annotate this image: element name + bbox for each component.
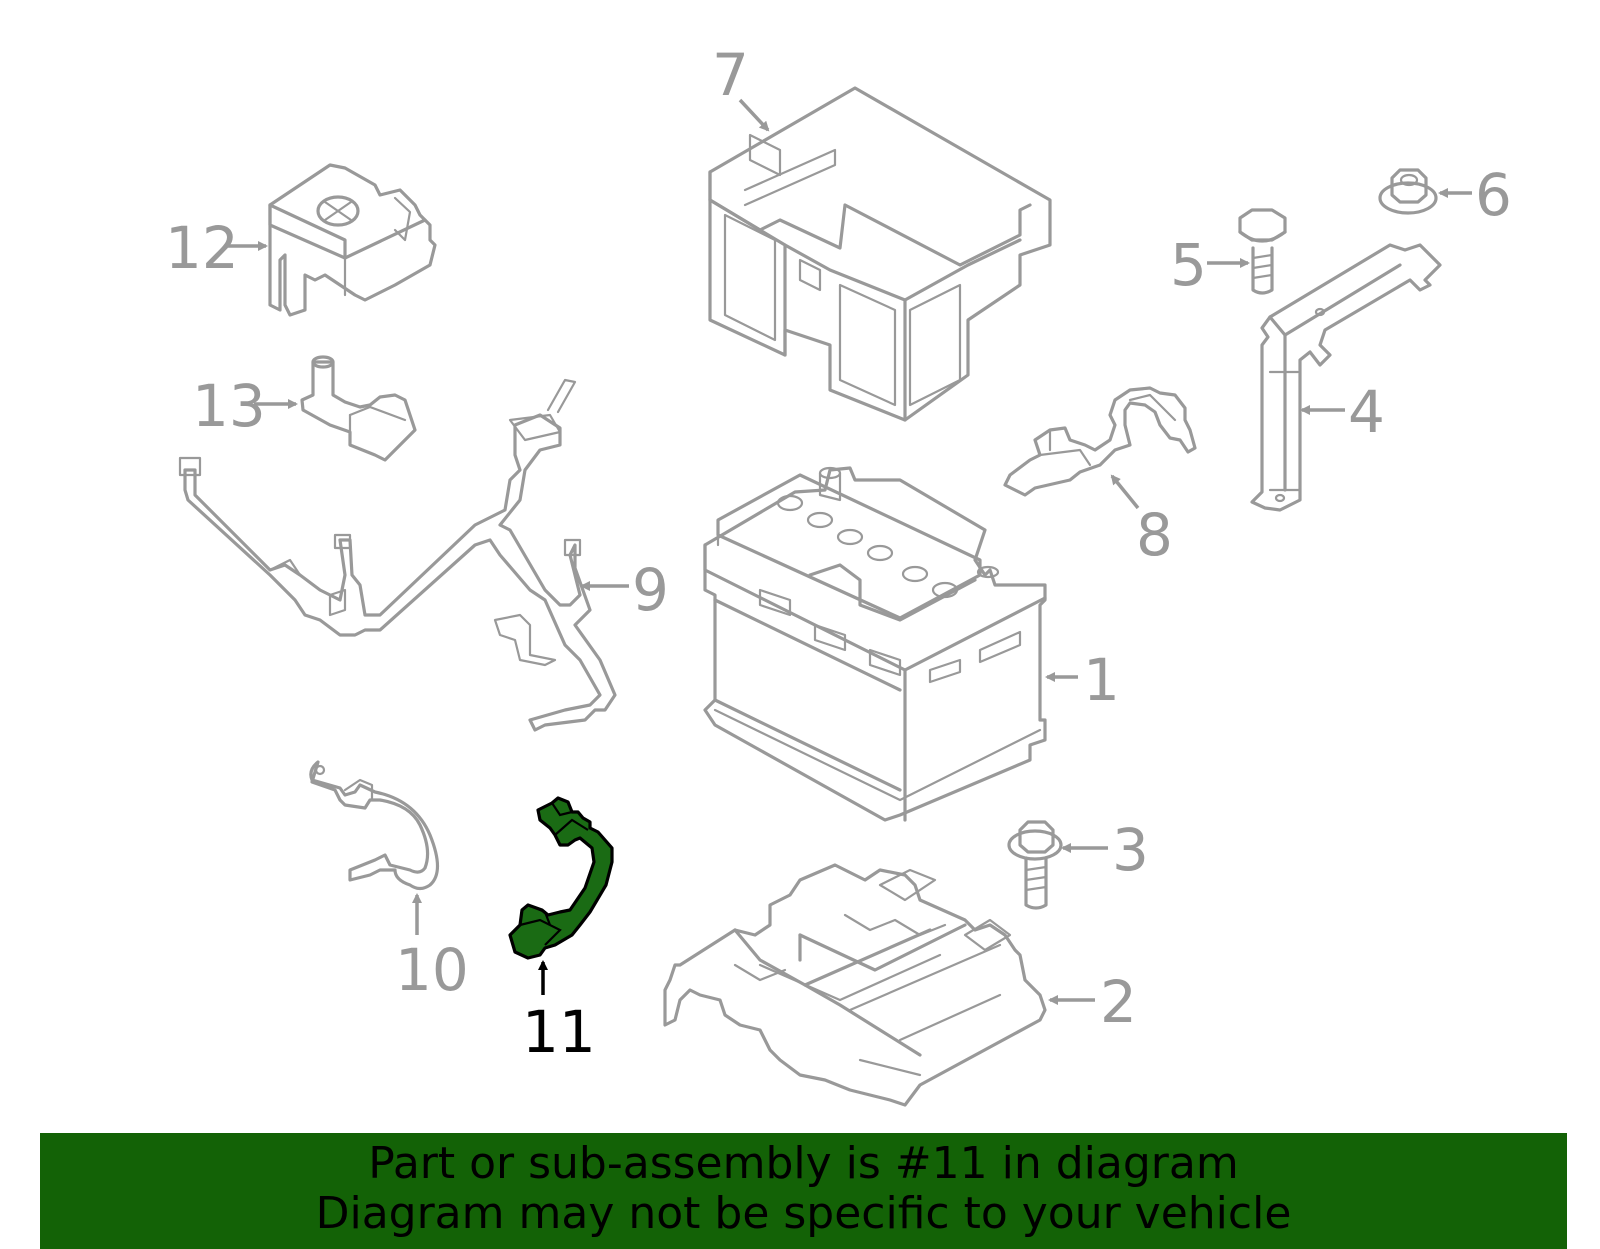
- callout-6: 6: [1475, 161, 1512, 229]
- part-8-sensor-bracket[interactable]: [1003, 386, 1197, 497]
- part-10-ground-cable[interactable]: [309, 760, 440, 891]
- callout-9: 9: [632, 556, 669, 624]
- part-6-nut[interactable]: [1378, 168, 1438, 215]
- callout-3: 3: [1112, 816, 1149, 884]
- banner-line-1: Part or sub-assembly is #11 in diagram: [368, 1138, 1239, 1189]
- part-1-battery[interactable]: [703, 466, 1047, 822]
- part-13-sensor[interactable]: [300, 355, 417, 462]
- callout-10: 10: [395, 936, 469, 1004]
- arrow-7: [738, 98, 770, 132]
- callout-7: 7: [712, 41, 749, 109]
- part-5-bolt[interactable]: [1238, 208, 1287, 295]
- part-11-battery-cable[interactable]: [508, 796, 614, 960]
- callout-5: 5: [1170, 231, 1207, 299]
- part-2-battery-tray[interactable]: [663, 863, 1047, 1107]
- callout-12: 12: [165, 214, 239, 282]
- banner-line-2: Diagram may not be specific to your vehi…: [315, 1188, 1292, 1239]
- part-7-battery-cover[interactable]: [708, 86, 1052, 422]
- part-9-wiring-harness[interactable]: [178, 378, 617, 732]
- callout-13: 13: [192, 372, 266, 440]
- callout-8: 8: [1136, 501, 1173, 569]
- callout-11: 11: [522, 998, 596, 1066]
- part-12-terminal-cover[interactable]: [268, 163, 437, 317]
- info-banner: Part or sub-assembly is #11 in diagram D…: [40, 1133, 1567, 1249]
- callout-4: 4: [1348, 378, 1385, 446]
- callout-1: 1: [1083, 646, 1120, 714]
- part-4-hold-down-bracket[interactable]: [1250, 243, 1442, 512]
- callout-2: 2: [1100, 968, 1137, 1036]
- arrow-8: [1110, 474, 1140, 510]
- part-3-bolt[interactable]: [1007, 820, 1063, 910]
